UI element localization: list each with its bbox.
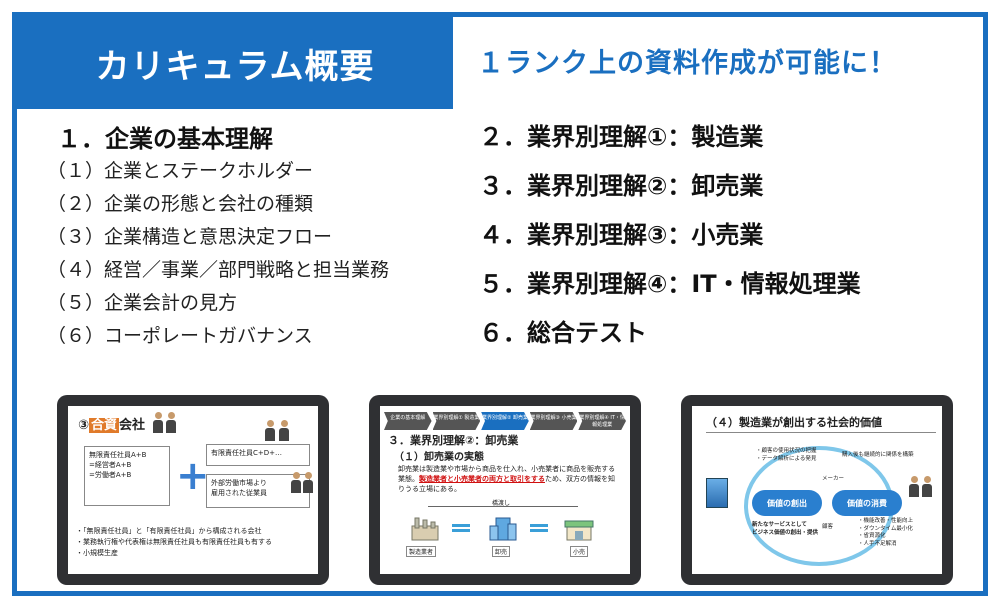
- slide-title-rest: 会社: [119, 418, 146, 433]
- value-creation-oval: 価値の創出: [752, 490, 822, 516]
- nav-step-active: 業界別理解② 卸売業: [481, 412, 529, 430]
- slide-title-num: ③: [78, 418, 90, 433]
- slide-subtitle: （１）卸売業の実態: [394, 452, 484, 463]
- nav-step: 業界別理解④ IT・情報処理業: [578, 412, 626, 430]
- person-icon: [165, 412, 177, 434]
- list-item: ３．業界別理解②：卸売業: [479, 172, 764, 200]
- unlimited-partner-box: 無限責任社員A+B =経営者A+B =労働者A+B: [84, 446, 170, 506]
- note-bottom-right: ・機能改善・性能向上 ・ダウンタイム最小化 ・省資源化 ・人手不足解消: [858, 518, 914, 548]
- store-icon: [564, 520, 594, 541]
- slide-body: 卸売業は製造業や市場から商品を仕入れ、小売業者に商品を販売する業態。製造業者と小…: [398, 464, 618, 494]
- section1-list: （１）企業とステークホルダー （２）企業の形態と会社の種類 （３）企業構造と意思…: [47, 155, 389, 353]
- list-item: ６．総合テスト: [479, 319, 647, 347]
- bullet-item: ・「無限責任社員」と「有限責任社員」から構成される会社: [76, 527, 262, 535]
- list-item: （３）企業構造と意思決定フロー: [47, 226, 333, 248]
- label-maker: メーカー: [822, 476, 845, 482]
- customer-icon: [908, 476, 920, 498]
- slide-title: ３．業界別理解②：卸売業: [388, 434, 519, 447]
- tagline: １ランク上の資料作成が可能に！: [477, 48, 897, 79]
- wholesale-building-icon: [489, 517, 517, 541]
- person-icon: [302, 472, 314, 494]
- section1-heading: １．企業の基本理解: [57, 125, 273, 153]
- note-top-left: ・顧客の使用状況の把握 ・データ解析による発見: [756, 448, 817, 462]
- factory-icon: [411, 517, 439, 541]
- note-top-right: 購入後も継続的に関係を構築: [842, 452, 914, 458]
- sections-right-list: ２．業界別理解①：製造業 ３．業界別理解②：卸売業 ４．業界別理解③：小売業 ５…: [479, 113, 861, 358]
- person-icon: [290, 472, 302, 494]
- person-icon: [278, 420, 290, 442]
- tablet-slide-3: （４）製造業が創出する社会的価値 価値の創出 価値の消費 ・顧客の使用状況の把握…: [681, 395, 953, 585]
- slide-bullets: ・「無限責任社員」と「有限責任社員」から構成される会社 ・業務執行権や代表権は無…: [76, 526, 272, 559]
- slide-nav-steps: 企業の基本理解 業界別理解① 製造業 業界別理解② 卸売業 業界別理解③ 小売業…: [380, 412, 630, 430]
- slide-title: （４）製造業が創出する社会的価値: [706, 416, 936, 433]
- maker-building-icon: [706, 478, 728, 508]
- caption-wholesale: 卸売: [492, 546, 511, 557]
- slide-screen: 企業の基本理解 業界別理解① 製造業 業界別理解② 卸売業 業界別理解③ 小売業…: [380, 406, 630, 574]
- bridge-line: [428, 506, 578, 507]
- list-item: （６）コーポレートガバナンス: [47, 325, 313, 347]
- bridge-label: 橋渡し: [492, 500, 511, 507]
- plus-icon: +: [176, 453, 210, 499]
- list-item: ４．業界別理解③：小売業: [479, 221, 764, 249]
- label-customer: 顧客: [822, 524, 834, 530]
- value-consumption-oval: 価値の消費: [832, 490, 902, 516]
- curriculum-panel: カリキュラム概要 １ランク上の資料作成が可能に！ １．企業の基本理解 （１）企業…: [12, 12, 988, 596]
- caption-maker: 製造業者: [406, 546, 437, 557]
- body-text: ため、双方の情報を知りうる立場にある。: [398, 475, 615, 494]
- nav-step: 業界別理解① 製造業: [432, 412, 481, 430]
- list-item: （５）企業会計の見方: [47, 292, 238, 314]
- bullet-item: ・小規模生産: [76, 548, 118, 557]
- bullet-item: ・業務執行権や代表権は無限責任社員も有限責任社員も有する: [76, 537, 272, 546]
- person-icon: [264, 420, 276, 442]
- exchange-arrow-icon: [530, 524, 548, 532]
- body-text: 卸売業は製造業や市場から商品を仕入れ、小売業者に商品を販売する業態。: [398, 465, 616, 484]
- body-emphasis: 製造業者と小売業者の両方と取引をする: [419, 475, 545, 484]
- note-bottom-left: 新たなサービスとして ビジネス価値の創出・提供: [752, 522, 819, 536]
- list-item: ２．業界別理解①：製造業: [479, 123, 764, 151]
- nav-step: 企業の基本理解: [384, 412, 432, 430]
- customer-icon: [921, 476, 933, 498]
- page-title: カリキュラム概要: [17, 17, 453, 109]
- slide-screen: （４）製造業が創出する社会的価値 価値の創出 価値の消費 ・顧客の使用状況の把握…: [692, 406, 942, 574]
- list-item: ５．業界別理解④：IT・情報処理業: [479, 270, 861, 298]
- list-item: （１）企業とステークホルダー: [47, 160, 314, 182]
- caption-retail: 小売: [570, 546, 589, 557]
- list-item: （４）経営／事業／部門戦略と担当業務: [47, 259, 390, 281]
- exchange-arrow-icon: [452, 524, 470, 532]
- nav-step: 業界別理解③ 小売業: [529, 412, 578, 430]
- slide-title-highlight: 合資: [89, 418, 120, 433]
- tablet-slide-2: 企業の基本理解 業界別理解① 製造業 業界別理解② 卸売業 業界別理解③ 小売業…: [369, 395, 641, 585]
- person-icon: [152, 412, 164, 434]
- limited-partner-box: 有限責任社員C+D+…: [206, 444, 310, 466]
- list-item: （２）企業の形態と会社の種類: [47, 193, 314, 215]
